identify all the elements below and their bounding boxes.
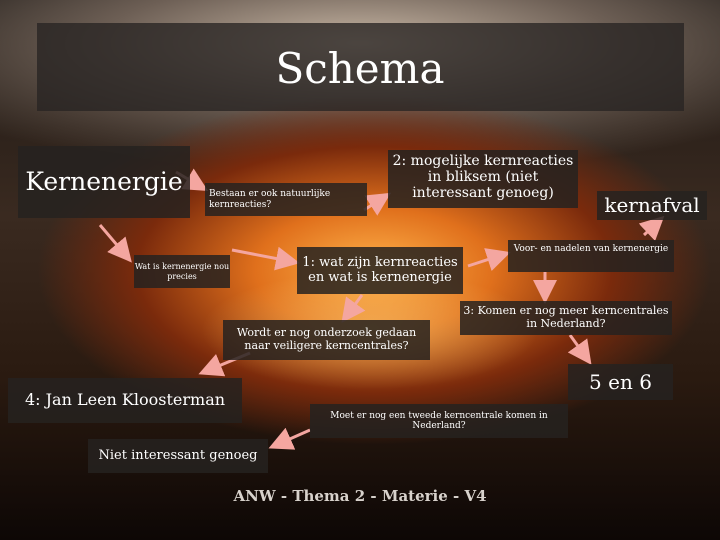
node-5-en-6: 5 en 6 — [568, 364, 673, 400]
node-wat-is-kernenergie: Wat is kernenergie nou precies — [134, 255, 230, 288]
node-jan-leen-kloosterman: 4: Jan Leen Kloosterman — [8, 378, 242, 423]
arrow-watis-to-watzijn — [232, 250, 294, 262]
node-kernafval: kernafval — [597, 191, 707, 220]
node-kernenergie: Kernenergie — [18, 146, 190, 218]
slide-footer: ANW - Thema 2 - Materie - V4 — [0, 487, 720, 505]
node-niet-interessant-genoeg: Niet interessant genoeg — [88, 439, 268, 473]
arrow-natuurlijk-to-bliksem — [364, 196, 386, 210]
arrow-kernenergie-to-watis — [100, 225, 128, 258]
node-tweede-kerncentrale: Moet er nog een tweede kerncentrale kome… — [310, 404, 568, 438]
node-onderzoek-veiligere-kerncentrales: Wordt er nog onderzoek gedaan naar veili… — [223, 320, 430, 360]
node-bliksem: 2: mogelijke kernreacties in bliksem (ni… — [388, 150, 578, 208]
node-wat-zijn-kernreacties: 1: wat zijn kernreacties en wat is kerne… — [297, 247, 463, 294]
arrow-voornadelen-to-kernafval — [644, 220, 660, 235]
node-voor-en-nadelen: Voor- en nadelen van kernenergie — [508, 240, 674, 272]
node-meer-kerncentrales: 3: Komen er nog meer kerncentrales in Ne… — [460, 301, 672, 335]
arrow-tweede-to-niet — [274, 430, 310, 446]
arrow-watzijn-to-onderzoek — [345, 295, 362, 318]
arrow-watzijn-to-voornadelen — [468, 254, 505, 266]
node-natuurlijke-kernreacties: Bestaan er ook natuurlijke kernreacties? — [205, 183, 367, 216]
arrow-meer-to-vijfzes — [570, 335, 588, 360]
